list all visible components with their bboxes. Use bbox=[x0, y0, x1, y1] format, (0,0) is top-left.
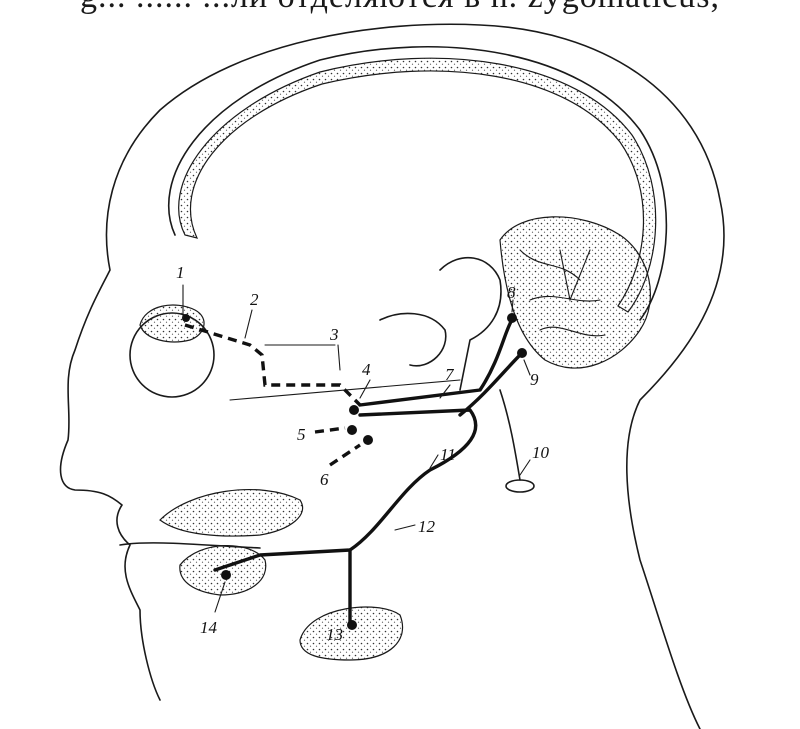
ganglion-small-2 bbox=[363, 435, 373, 445]
cerebellum bbox=[499, 216, 651, 369]
nerve-chorda-tympani bbox=[213, 408, 478, 572]
leader-11 bbox=[429, 454, 439, 469]
label-13: 13 bbox=[326, 625, 343, 644]
label-3: 3 bbox=[329, 325, 339, 344]
label-4: 4 bbox=[362, 360, 371, 379]
head-outline bbox=[59, 23, 725, 729]
leader-2 bbox=[244, 309, 253, 339]
ganglion-submandibular bbox=[347, 620, 357, 630]
nucleus-8 bbox=[507, 313, 517, 323]
styloid-process bbox=[499, 389, 521, 481]
label-9: 9 bbox=[530, 370, 539, 389]
label-6: 6 bbox=[320, 470, 329, 489]
external-meatus bbox=[505, 479, 535, 493]
label-14: 14 bbox=[200, 618, 218, 637]
label-10: 10 bbox=[532, 443, 550, 462]
leader-4 bbox=[359, 379, 371, 399]
submandibular-gland bbox=[299, 606, 404, 661]
leader-12 bbox=[394, 524, 416, 531]
label-12: 12 bbox=[418, 517, 436, 536]
nerve-6-ticks bbox=[329, 443, 361, 467]
nerve-main-upper bbox=[358, 318, 514, 407]
label-11: 11 bbox=[440, 445, 456, 464]
leader-8 bbox=[511, 299, 514, 313]
nerve-9-branch bbox=[458, 353, 522, 417]
ganglion-pterygopalatine bbox=[349, 405, 359, 415]
nerve-lacrimal-dashed bbox=[184, 323, 362, 407]
leader-10 bbox=[519, 459, 531, 476]
label-5: 5 bbox=[297, 425, 306, 444]
leader-9 bbox=[523, 359, 531, 376]
label-8: 8 bbox=[507, 283, 516, 302]
ganglion-small-1 bbox=[347, 425, 357, 435]
leader-14 bbox=[214, 581, 226, 613]
lacrimal-endpoint bbox=[182, 314, 190, 322]
tongue bbox=[159, 489, 304, 537]
skull-inner-outline bbox=[167, 45, 668, 321]
nerve-5-ticks bbox=[314, 426, 346, 434]
temporal-bone-outline bbox=[379, 312, 447, 367]
label-1: 1 bbox=[176, 263, 185, 282]
nucleus-9 bbox=[517, 348, 527, 358]
cerebellum-folia bbox=[519, 249, 606, 337]
lacrimal-gland bbox=[139, 304, 205, 343]
sublingual-gland bbox=[179, 544, 267, 596]
ganglion-sublingual bbox=[221, 570, 231, 580]
label-7: 7 bbox=[445, 365, 455, 384]
label-2: 2 bbox=[250, 290, 259, 309]
page-header-text: g... ...... ...ли отделяются в n. zygoma… bbox=[0, 0, 800, 16]
leader-7 bbox=[439, 384, 451, 399]
leader-3 bbox=[337, 344, 341, 371]
brainstem-outline bbox=[439, 256, 502, 391]
